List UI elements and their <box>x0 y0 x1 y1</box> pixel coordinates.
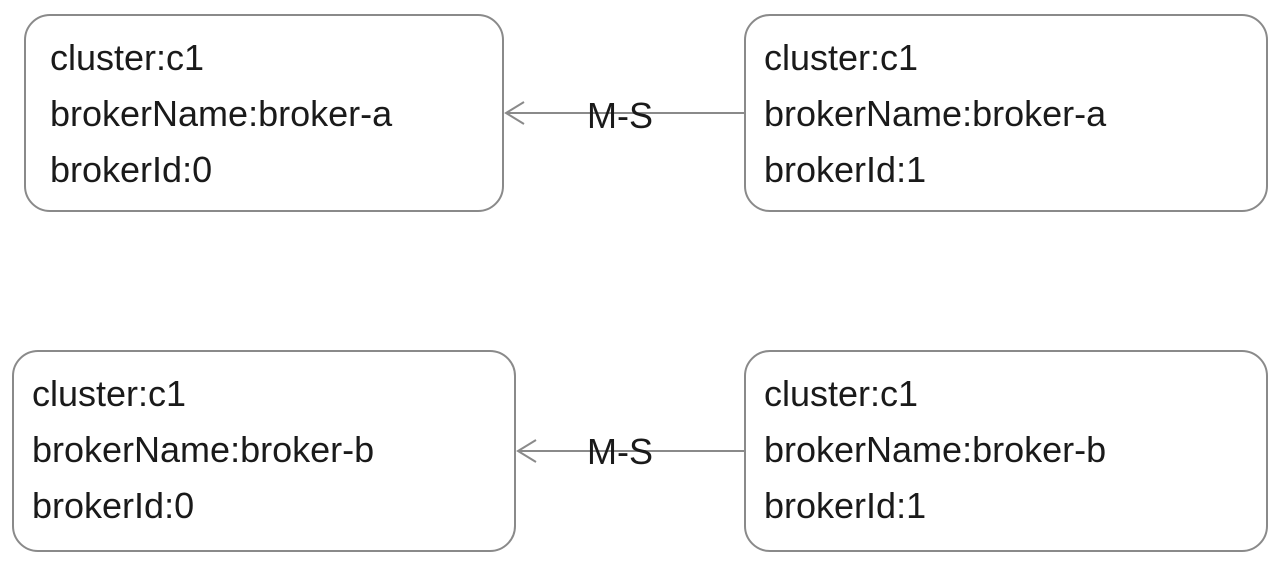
broker-id-label: brokerId:1 <box>764 149 927 190</box>
edge-label-ms-b: M-S <box>587 431 653 472</box>
broker-id-label: brokerId:0 <box>32 485 195 526</box>
broker-name-label: brokerName:broker-b <box>32 429 375 470</box>
broker-a-slave-node: cluster:c1 brokerName:broker-a brokerId:… <box>744 14 1268 212</box>
broker-name-label: brokerName:broker-a <box>764 93 1107 134</box>
cluster-label: cluster:c1 <box>764 37 919 78</box>
broker-id-label: brokerId:0 <box>50 149 213 190</box>
cluster-label: cluster:c1 <box>50 37 205 78</box>
broker-b-master-node: cluster:c1 brokerName:broker-b brokerId:… <box>12 350 516 552</box>
edge-label-ms-a: M-S <box>587 95 653 136</box>
broker-name-label: brokerName:broker-a <box>50 93 393 134</box>
edge-a-arrowhead <box>504 101 525 125</box>
broker-b-slave-node: cluster:c1 brokerName:broker-b brokerId:… <box>744 350 1268 552</box>
cluster-label: cluster:c1 <box>32 373 187 414</box>
cluster-label: cluster:c1 <box>764 373 919 414</box>
broker-a-master-node: cluster:c1 brokerName:broker-a brokerId:… <box>24 14 504 212</box>
broker-id-label: brokerId:1 <box>764 485 927 526</box>
broker-name-label: brokerName:broker-b <box>764 429 1107 470</box>
edge-b-arrowhead <box>516 439 537 463</box>
